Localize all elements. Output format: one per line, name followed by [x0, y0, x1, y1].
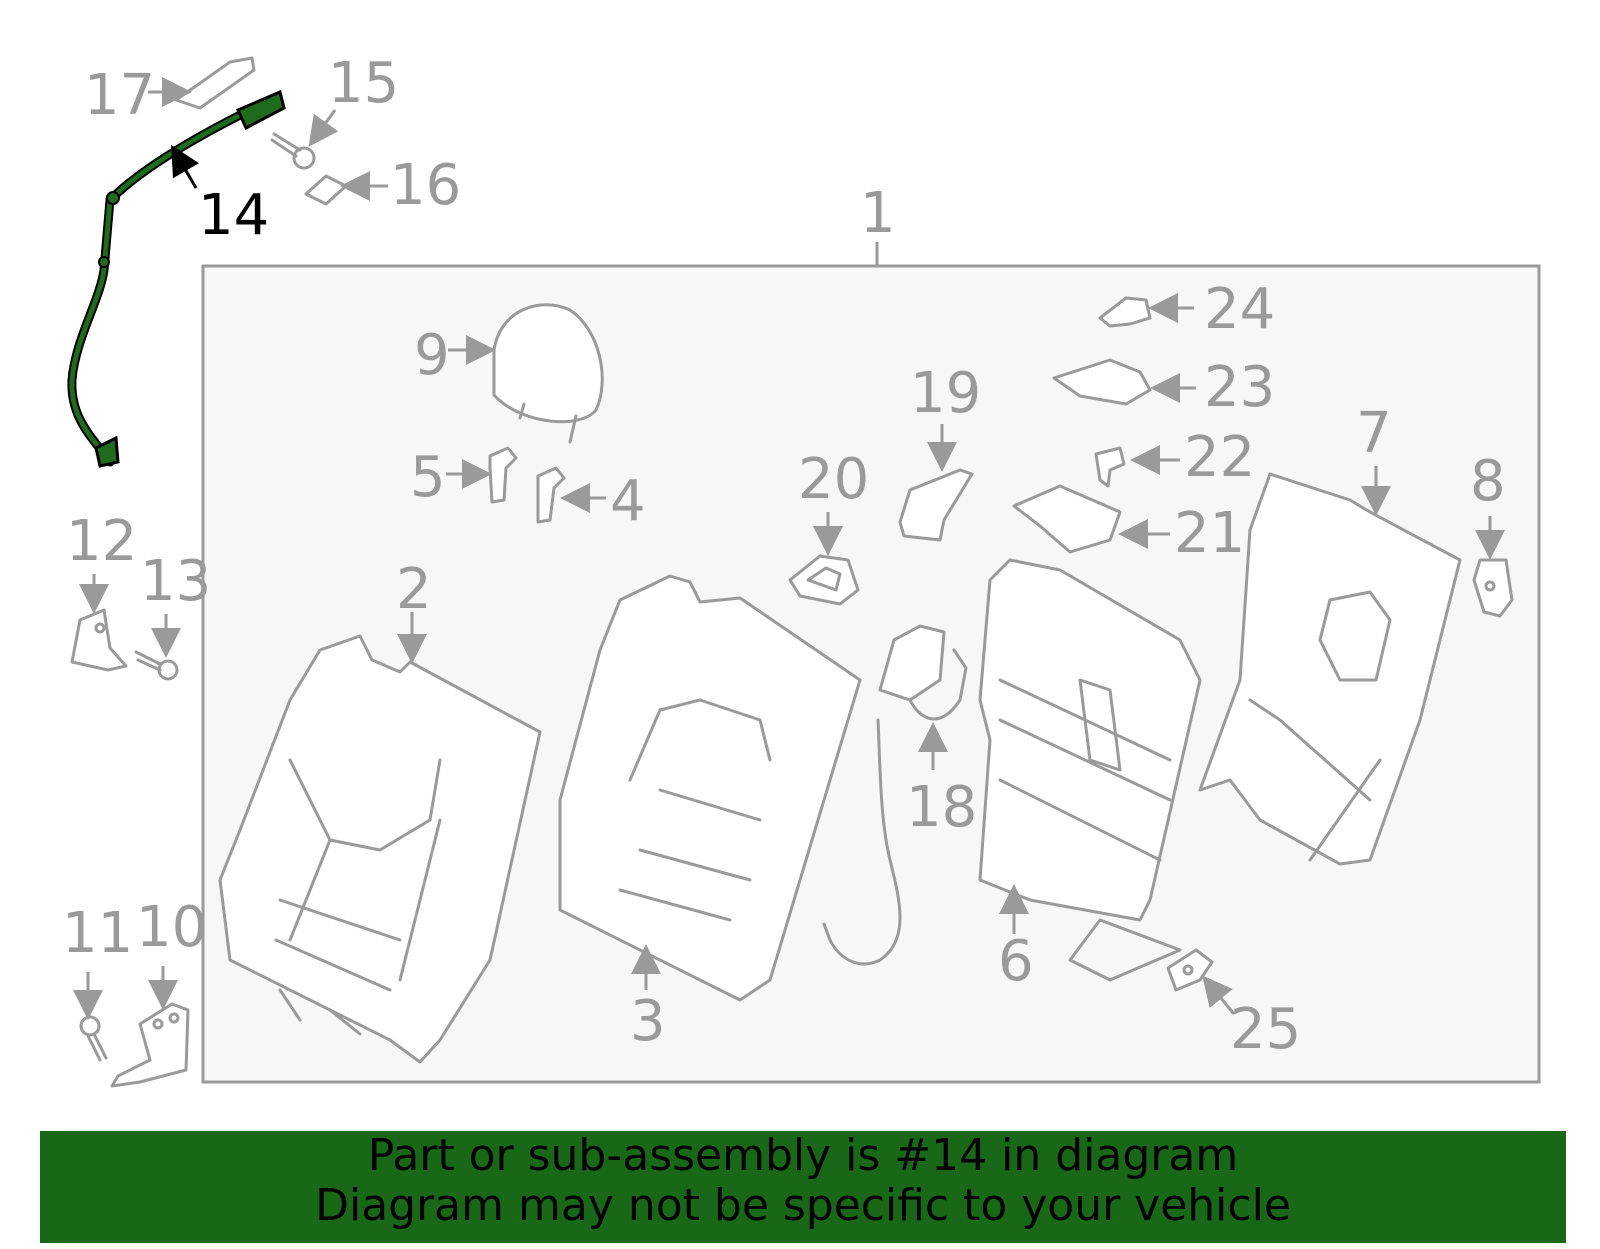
- callout-9: 9: [414, 323, 450, 388]
- part-10-hinge: [110, 1002, 190, 1088]
- part-16-clip: [304, 174, 348, 206]
- part-18-latch: [822, 624, 968, 966]
- callout-5: 5: [410, 445, 446, 510]
- callout-12: 12: [66, 509, 137, 574]
- part-9-headrest: [492, 303, 604, 444]
- part-25-bracket: [1166, 948, 1214, 992]
- callout-22: 22: [1184, 425, 1255, 490]
- callout-19: 19: [910, 361, 981, 426]
- callout-2: 2: [396, 557, 432, 622]
- callout-14-highlighted: 14: [198, 183, 269, 248]
- callout-1: 1: [860, 181, 896, 246]
- part-4-guide: [536, 466, 566, 524]
- banner-line-1: Part or sub-assembly is #14 in diagram: [367, 1130, 1239, 1181]
- callout-6: 6: [998, 929, 1034, 994]
- part-7-back-panel: [1198, 472, 1462, 866]
- callout-8: 8: [1470, 449, 1506, 514]
- part-17-bracket: [174, 56, 256, 110]
- part-8-clip: [1472, 558, 1514, 618]
- part-3-seatback-pad: [558, 574, 862, 1002]
- part-6-frame: [978, 558, 1202, 982]
- callout-18: 18: [906, 775, 977, 840]
- info-banner: Part or sub-assembly is #14 in diagram D…: [40, 1131, 1566, 1243]
- callout-3: 3: [630, 989, 666, 1054]
- callout-25: 25: [1230, 997, 1301, 1062]
- callout-21: 21: [1174, 501, 1245, 566]
- part-13-bolt: [134, 650, 179, 681]
- callout-16: 16: [390, 153, 461, 218]
- callout-4: 4: [610, 469, 646, 534]
- callout-10: 10: [136, 895, 207, 960]
- banner-line-2: Diagram may not be specific to your vehi…: [315, 1180, 1291, 1231]
- callout-7: 7: [1356, 401, 1392, 466]
- part-19-cover: [898, 468, 974, 542]
- part-21-panel: [1012, 484, 1122, 554]
- part-22-clip: [1094, 446, 1126, 488]
- callout-23: 23: [1204, 355, 1275, 420]
- callout-15: 15: [328, 51, 399, 116]
- part-20-pad: [788, 554, 860, 606]
- part-11-bolt: [79, 1015, 108, 1062]
- callout-11: 11: [62, 901, 133, 966]
- part-15-screw: [270, 132, 316, 170]
- callout-24: 24: [1204, 277, 1275, 342]
- callout-13: 13: [140, 549, 211, 614]
- callout-20: 20: [798, 447, 869, 512]
- part-12-bracket: [70, 608, 128, 672]
- callout-17: 17: [84, 63, 155, 128]
